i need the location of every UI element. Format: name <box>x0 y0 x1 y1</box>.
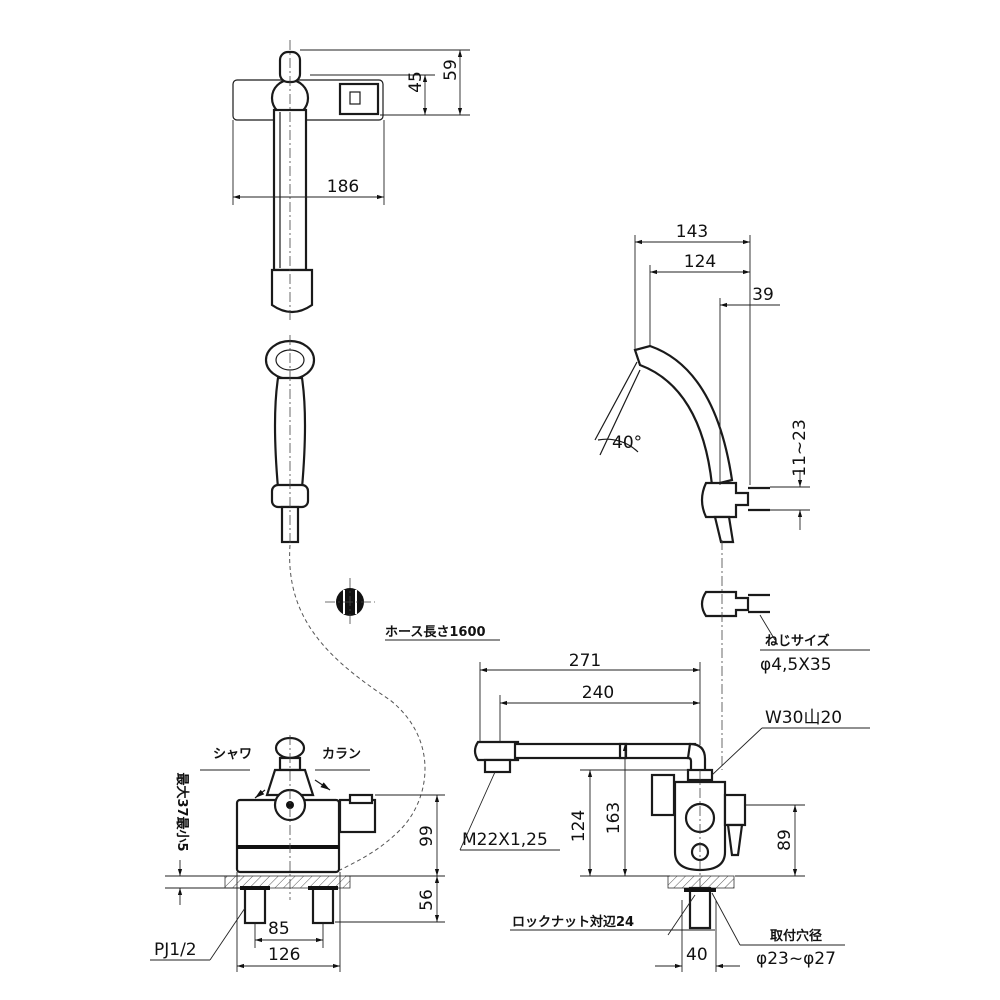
hand-shower <box>264 335 426 871</box>
locknut-label: ロックナット対辺24 <box>512 914 634 930</box>
mount-hole-value: φ23~φ27 <box>756 949 836 969</box>
side-view-faucet: 271 240 W30山20 124 163 89 M22X1,25 ロックナッ… <box>459 651 870 972</box>
dim-11-23: 11~23 <box>790 419 810 477</box>
front-view-faucet: シャワ カラン 最大37最小5 99 56 85 126 PJ1/2 <box>150 735 445 972</box>
counter-thickness-label: 最大37最小5 <box>174 772 190 851</box>
dim-40: 40 <box>686 945 708 965</box>
dim-56: 56 <box>417 889 437 911</box>
faucet-label: カラン <box>322 747 361 762</box>
dim-39: 39 <box>752 285 774 305</box>
hose-length-label: ホース長さ1600 <box>385 625 486 640</box>
dim-271: 271 <box>569 651 601 671</box>
screw-size-value: φ4,5X35 <box>760 655 832 675</box>
dim-99: 99 <box>417 825 437 847</box>
dim-143: 143 <box>676 222 708 242</box>
shower-label: シャワ <box>213 747 252 762</box>
dim-240: 240 <box>582 683 614 703</box>
dim-124-side: 124 <box>569 810 589 842</box>
thread-w30: W30山20 <box>765 708 842 728</box>
dim-85: 85 <box>268 919 290 939</box>
dim-186: 186 <box>327 177 359 197</box>
dim-89: 89 <box>775 829 795 851</box>
spout-thread-m22: M22X1,25 <box>462 830 548 850</box>
screw-size-label: ねじサイズ <box>765 633 830 649</box>
thread-label-pj: PJ1/2 <box>154 940 197 960</box>
dim-124-holder: 124 <box>684 252 716 272</box>
dim-59: 59 <box>441 59 461 81</box>
top-view-faucet: 45 59 186 <box>232 40 470 320</box>
dim-45: 45 <box>406 71 426 93</box>
dim-126: 126 <box>268 945 300 965</box>
angle-40: 40° <box>612 433 642 453</box>
mount-hole-label: 取付穴径 <box>770 928 822 944</box>
wall-anchor-symbol <box>325 578 375 626</box>
hose-path <box>289 544 426 871</box>
dim-163: 163 <box>604 802 624 834</box>
shower-holder-side: 40° 143 124 39 11~23 ねじサイズ φ4,5X35 <box>594 222 870 770</box>
